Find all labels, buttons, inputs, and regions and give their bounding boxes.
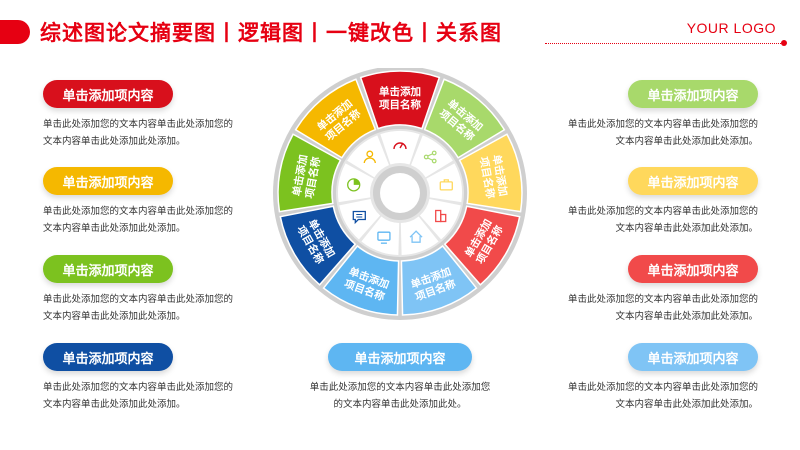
left-item-1-pill[interactable]: 单击添加项内容 (43, 80, 173, 108)
wheel-icon-sector-6 (361, 216, 400, 255)
wheel-segment-9[interactable] (294, 78, 377, 159)
desc-line: 单击此处添加您的文本内容单击此处添加您的 (567, 119, 758, 130)
desc-line: 单击此处添加您的文本内容单击此处添加您的 (567, 206, 758, 217)
wheel-segment-5[interactable] (400, 244, 478, 316)
building-icon (435, 209, 447, 223)
right-item-1-desc: 单击此处添加您的文本内容单击此处添加您的 文本内容单击此处添加此处添加。 (568, 116, 758, 150)
gauge-icon (393, 142, 407, 150)
wheel-segment-6[interactable] (322, 244, 400, 316)
desc-line: 文本内容单击此处添加此处添加。 (43, 223, 186, 234)
wheel-icon-sector-5 (400, 216, 439, 255)
wheel-segment-2[interactable] (423, 78, 506, 159)
right-item-2-desc: 单击此处添加您的文本内容单击此处添加您的 文本内容单击此处添加此处添加。 (568, 203, 758, 237)
desc-line: 单击此处添加您的文本内容单击此处添加您的 (43, 119, 234, 130)
right-item-3-pill[interactable]: 单击添加项内容 (628, 255, 758, 283)
wheel-hub (380, 173, 420, 213)
page-title: 综述图论文摘要图丨逻辑图丨一键改色丨关系图 (40, 21, 502, 45)
desc-line: 文本内容单击此处添加此处添加。 (615, 311, 758, 322)
wheel-segment-1-label: 单击添加项目名称 (379, 85, 421, 111)
wheel-segment-1[interactable] (359, 70, 441, 130)
right-item-4-desc: 单击此处添加您的文本内容单击此处添加您的 文本内容单击此处添加此处添加。 (568, 379, 758, 413)
wheel-segment-8[interactable] (277, 133, 342, 213)
desc-line: 单击此处添加您的文本内容单击此处添加您的 (43, 382, 234, 393)
desc-line: 文本内容单击此处添加此处添加。 (43, 399, 186, 410)
chat-icon (352, 210, 366, 225)
left-item-2-pill[interactable]: 单击添加项内容 (43, 167, 173, 195)
wheel-segment-3[interactable] (458, 133, 523, 213)
desc-line: 文本内容单击此处添加此处添加。 (615, 399, 758, 410)
desc-line: 文本内容单击此处添加此处添加。 (43, 136, 186, 147)
desc-line: 文本内容单击此处添加此处添加。 (615, 223, 758, 234)
wheel-segment-4[interactable] (443, 205, 521, 286)
desc-line: 单击此处添加您的文本内容单击此处添加您的 (567, 294, 758, 305)
monitor-icon (377, 231, 391, 244)
left-item-2-desc: 单击此处添加您的文本内容单击此处添加您的 文本内容单击此处添加此处添加。 (43, 203, 233, 237)
share-icon (423, 150, 437, 164)
header-divider-dot (781, 40, 787, 46)
left-item-3-desc: 单击此处添加您的文本内容单击此处添加您的 文本内容单击此处添加此处添加。 (43, 291, 233, 325)
wheel-icon-sector-2 (410, 135, 453, 178)
right-item-3-desc: 单击此处添加您的文本内容单击此处添加您的 文本内容单击此处添加此处添加。 (568, 291, 758, 325)
desc-line: 单击此处添加您的文本内容单击此处添加您的 (43, 206, 234, 217)
header-divider (545, 43, 783, 44)
bottom-item-pill[interactable]: 单击添加项内容 (328, 343, 472, 371)
right-item-1-pill[interactable]: 单击添加项内容 (628, 80, 758, 108)
home-icon (409, 230, 423, 243)
bottom-item-desc: 单击此处添加您的文本内容单击此处添加您 的文本内容单击此处添加此处。 (300, 379, 500, 413)
right-item-2-pill[interactable]: 单击添加项内容 (628, 167, 758, 195)
wheel-icon-sector-3 (426, 163, 462, 203)
desc-line: 文本内容单击此处添加此处添加。 (615, 136, 758, 147)
logo: YOUR LOGO (686, 20, 776, 36)
right-item-4-pill[interactable]: 单击添加项内容 (628, 343, 758, 371)
wheel-segment-7[interactable] (279, 205, 357, 286)
left-item-4-pill[interactable]: 单击添加项内容 (43, 343, 173, 371)
left-item-4-desc: 单击此处添加您的文本内容单击此处添加您的 文本内容单击此处添加此处添加。 (43, 379, 233, 413)
segment-wheel: 单击添加项目名称单击添加项目名称单击添加项目名称单击添加项目名称单击添加项目名称… (273, 68, 527, 320)
left-item-3-pill[interactable]: 单击添加项内容 (43, 255, 173, 283)
desc-line: 单击此处添加您的文本内容单击此处添加您 (309, 382, 491, 393)
desc-line: 文本内容单击此处添加此处添加。 (43, 311, 186, 322)
left-item-1-desc: 单击此处添加您的文本内容单击此处添加您的 文本内容单击此处添加此处添加。 (43, 116, 233, 150)
desc-line: 单击此处添加您的文本内容单击此处添加您的 (43, 294, 234, 305)
briefcase-icon (439, 179, 453, 191)
title-accent-tab (0, 20, 30, 44)
pie-icon (347, 178, 361, 192)
desc-line: 单击此处添加您的文本内容单击此处添加您的 (567, 382, 758, 393)
desc-line: 的文本内容单击此处添加此处。 (333, 399, 467, 410)
user-icon (363, 150, 376, 164)
